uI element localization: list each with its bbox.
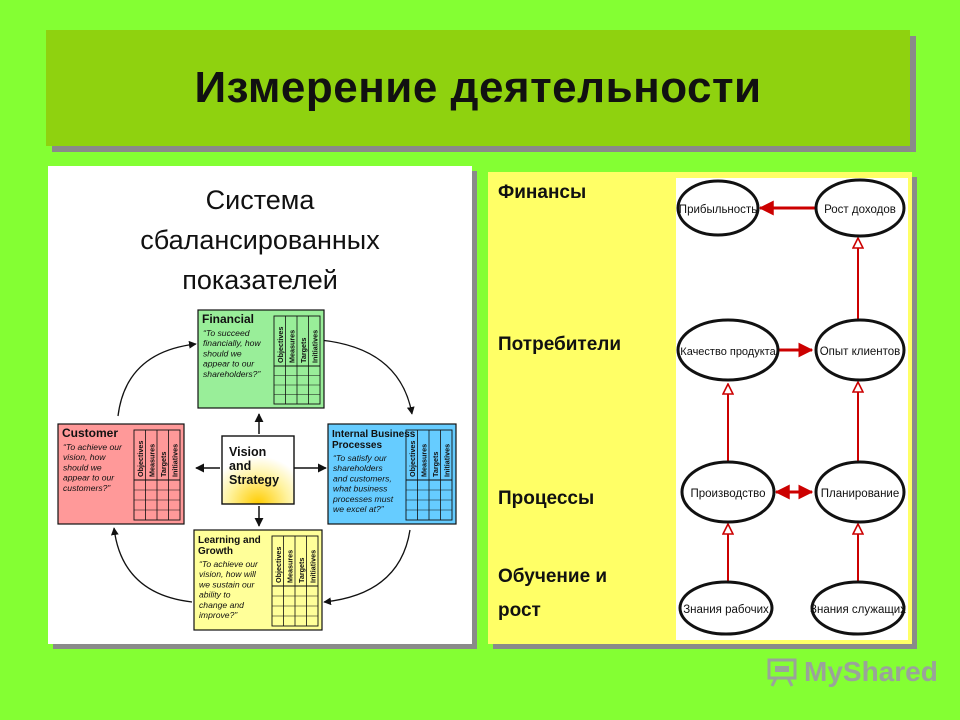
- perspective-internal-text-5: processes must: [332, 494, 394, 504]
- strategy-map: Прибыльность Рост доходов Качество проду…: [676, 178, 908, 640]
- title-band: Измерение деятельности: [46, 30, 910, 146]
- node-worker-knowledge-label: Знания рабочих: [683, 604, 769, 616]
- slide-title: Измерение деятельности: [194, 63, 762, 112]
- perspective-internal-col-measures: Measures: [419, 444, 428, 477]
- bsc-heading-line-3: показателей: [182, 265, 338, 295]
- perspective-learning-title-2: Growth: [198, 546, 233, 557]
- node-customer-experience-label: Опыт клиентов: [820, 346, 901, 358]
- cycle-arrow-learning-to-customer: [110, 527, 193, 603]
- strategy-map-bg: [676, 178, 908, 640]
- bsc-diagram: Vision and Strategy Financial “To succeed…: [57, 309, 457, 631]
- perspective-customer-text-2: vision, how: [63, 452, 106, 462]
- node-employee-knowledge: Знания служащих: [810, 580, 906, 636]
- label-processes: Процессы: [498, 488, 595, 509]
- watermark-text: MyShared: [804, 656, 938, 687]
- perspective-financial-col-targets: Targets: [299, 338, 308, 363]
- perspective-customer-text-1: “To achieve our: [63, 442, 123, 452]
- perspective-financial-text-4: appear to our: [203, 359, 255, 369]
- perspective-learning-col-objectives: Objectives: [274, 547, 283, 583]
- perspective-learning-title-1: Learning and: [198, 535, 261, 546]
- bsc-heading-line-1: Система: [205, 185, 315, 215]
- perspective-learning-text-4: ability to: [199, 590, 231, 600]
- perspective-customer-col-measures: Measures: [147, 444, 156, 477]
- perspective-customer-title-1: Customer: [62, 426, 118, 440]
- node-product-quality: Качество продукта: [676, 318, 780, 382]
- perspective-learning-text-2: vision, how will: [199, 569, 257, 579]
- node-profitability: Прибыльность: [676, 179, 760, 237]
- node-revenue-growth-label: Рост доходов: [824, 204, 896, 216]
- perspective-customer-col-targets: Targets: [159, 452, 168, 477]
- bsc-heading-line-2: сбалансированных: [140, 225, 380, 255]
- perspective-financial-text-3: should we: [203, 348, 242, 358]
- vision-line-2: and: [229, 459, 251, 473]
- perspective-financial-col-objectives: Objectives: [276, 327, 285, 363]
- perspective-internal-title-1: Internal Business: [332, 429, 416, 440]
- perspective-customer-text-4: appear to our: [63, 473, 115, 483]
- perspective-internal-col-initiatives: Initiatives: [442, 444, 451, 477]
- label-consumers: Потребители: [498, 334, 622, 355]
- perspective-internal-text-3: and customers,: [333, 473, 392, 483]
- perspective-financial-text-2: financially, how: [203, 338, 261, 348]
- label-finance: Финансы: [498, 182, 587, 203]
- perspective-internal-col-objectives: Objectives: [408, 441, 417, 477]
- node-profitability-label: Прибыльность: [679, 204, 757, 216]
- perspective-financial-col-initiatives: Initiatives: [310, 330, 319, 363]
- cycle-arrow-customer-to-fin: [117, 340, 197, 417]
- cycle-arrow-internal-to-learning: [323, 529, 411, 606]
- label-learning-2: рост: [498, 600, 541, 621]
- perspective-financial-col-measures: Measures: [287, 330, 296, 363]
- perspective-learning-col-initiatives: Initiatives: [308, 550, 317, 583]
- perspective-internal-title-2: Processes: [332, 440, 382, 451]
- perspective-internal-text-1: “To satisfy our: [333, 453, 388, 463]
- perspective-internal-text-4: what business: [333, 484, 388, 494]
- perspective-internal-text-2: shareholders: [333, 463, 383, 473]
- perspective-learning-text-5: change and: [199, 600, 244, 610]
- perspective-customer-text-5: customers?”: [63, 483, 111, 493]
- perspective-financial-title-1: Financial: [202, 312, 254, 326]
- cycle-arrow-fin-to-internal: [319, 339, 415, 415]
- perspective-customer-col-objectives: Objectives: [136, 441, 145, 477]
- perspective-internal-text-6: we excel at?”: [333, 504, 385, 514]
- vision-box: [221, 435, 295, 505]
- node-planning-label: Планирование: [821, 488, 899, 500]
- perspective-customer-text-3: should we: [63, 462, 102, 472]
- perspective-learning-text-1: “To achieve our: [199, 559, 259, 569]
- vision-line-3: Strategy: [229, 473, 279, 487]
- balanced-scorecard-panel: Система сбалансированных показателей Vis…: [48, 166, 472, 644]
- presentation-board-icon: [767, 658, 797, 687]
- vision-line-1: Vision: [229, 445, 266, 459]
- perspective-internal-col-targets: Targets: [431, 452, 440, 477]
- watermark: MyShared: [766, 656, 938, 688]
- bsc-heading: Система сбалансированных показателей: [48, 180, 472, 300]
- node-planning: Планирование: [814, 460, 906, 524]
- node-employee-knowledge-label: Знания служащих: [810, 604, 906, 616]
- perspective-financial-text-1: “To succeed: [203, 328, 250, 338]
- node-product-quality-label: Качество продукта: [680, 346, 776, 358]
- perspective-learning-col-measures: Measures: [285, 550, 294, 583]
- node-production-label: Производство: [691, 488, 766, 500]
- perspective-learning-text-6: improve?”: [199, 610, 238, 620]
- strategy-map-panel: Финансы Потребители Процессы Обучение и …: [488, 172, 912, 644]
- perspective-learning-col-targets: Targets: [297, 558, 306, 583]
- node-worker-knowledge: Знания рабочих: [678, 580, 774, 636]
- node-customer-experience: Опыт клиентов: [814, 318, 906, 382]
- perspective-customer-col-initiatives: Initiatives: [170, 444, 179, 477]
- node-production: Производство: [680, 460, 776, 524]
- node-revenue-growth: Рост доходов: [814, 178, 906, 238]
- perspective-financial-text-5: shareholders?”: [203, 369, 261, 379]
- label-learning-1: Обучение и: [498, 566, 608, 587]
- perspective-learning-text-3: we sustain our: [199, 579, 256, 589]
